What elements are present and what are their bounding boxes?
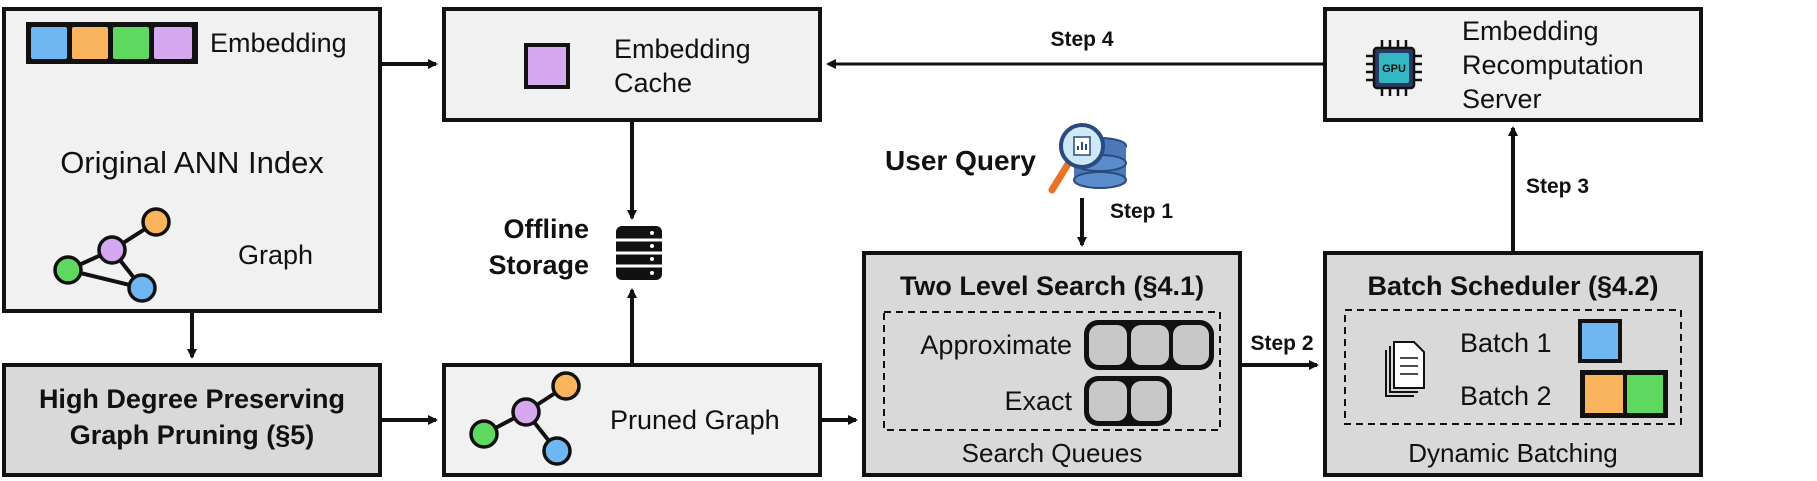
original-ann-index-box: Embedding Original ANN Index Graph <box>2 7 382 313</box>
pruning-box: High Degree Preserving Graph Pruning (§5… <box>2 363 382 477</box>
embedding-label: Embedding <box>210 28 347 58</box>
documents-icon <box>1385 341 1425 397</box>
cached-embedding-square <box>524 43 570 89</box>
offline-storage-line1: Offline <box>504 214 590 244</box>
batch1-embedding <box>1578 319 1622 363</box>
embedding-cache-line1: Embedding <box>614 34 751 64</box>
step2-label: Step 2 <box>1250 332 1313 355</box>
pruned-graph-label: Pruned Graph <box>610 405 780 435</box>
batch1-label: Batch 1 <box>1460 328 1552 358</box>
approximate-queue <box>1084 320 1214 370</box>
dynamic-batching-dashed <box>1344 309 1682 425</box>
gpu-chip-icon: GPU <box>1366 40 1422 96</box>
recomputation-server-box: GPU Embedding Recomputation Server <box>1323 7 1703 122</box>
step4-label: Step 4 <box>1050 28 1113 51</box>
two-level-search-box: Two Level Search (§4.1) Approximate Exac… <box>862 251 1242 477</box>
batch-scheduler-box: Batch Scheduler (§4.2) Batch 1 Batch 2 D… <box>1323 251 1703 477</box>
search-queues-footer: Search Queues <box>962 438 1143 468</box>
graph-icon <box>53 207 171 303</box>
pruned-graph-icon <box>469 371 581 466</box>
batch2-embeddings <box>1580 370 1668 418</box>
recomputation-line1: Embedding <box>1462 16 1599 46</box>
user-query-label: User Query <box>885 145 1036 176</box>
user-query: User Query <box>885 123 1127 194</box>
database-icon <box>616 226 662 280</box>
embedding-strip <box>26 22 198 64</box>
pruning-line2: Graph Pruning (§5) <box>70 420 315 450</box>
embedding-cache-line2: Cache <box>614 68 692 98</box>
offline-storage-line2: Storage <box>488 250 589 280</box>
step3-label: Step 3 <box>1526 175 1589 198</box>
graph-label: Graph <box>238 240 313 270</box>
search-queues-dashed <box>883 311 1221 431</box>
approximate-label: Approximate <box>920 330 1072 360</box>
exact-label: Exact <box>1004 386 1072 416</box>
pruned-graph-box: Pruned Graph <box>442 363 822 477</box>
dynamic-batching-footer: Dynamic Batching <box>1408 438 1618 468</box>
recomputation-line3: Server <box>1462 84 1542 114</box>
arrows <box>187 59 1518 425</box>
two-level-search-title: Two Level Search (§4.1) <box>900 271 1204 301</box>
recomputation-line2: Recomputation <box>1462 50 1644 80</box>
batch-scheduler-title: Batch Scheduler (§4.2) <box>1367 271 1658 301</box>
batch2-label: Batch 2 <box>1460 381 1552 411</box>
step1-label: Step 1 <box>1110 200 1173 223</box>
gpu-chip-text: GPU <box>1382 63 1406 75</box>
exact-queue <box>1084 376 1172 426</box>
offline-storage: Offline Storage <box>488 214 662 280</box>
embedding-cache-box: Embedding Cache <box>442 7 822 122</box>
original-index-title: Original ANN Index <box>60 145 324 180</box>
pruning-line1: High Degree Preserving <box>39 384 345 414</box>
search-database-icon <box>1048 123 1127 194</box>
